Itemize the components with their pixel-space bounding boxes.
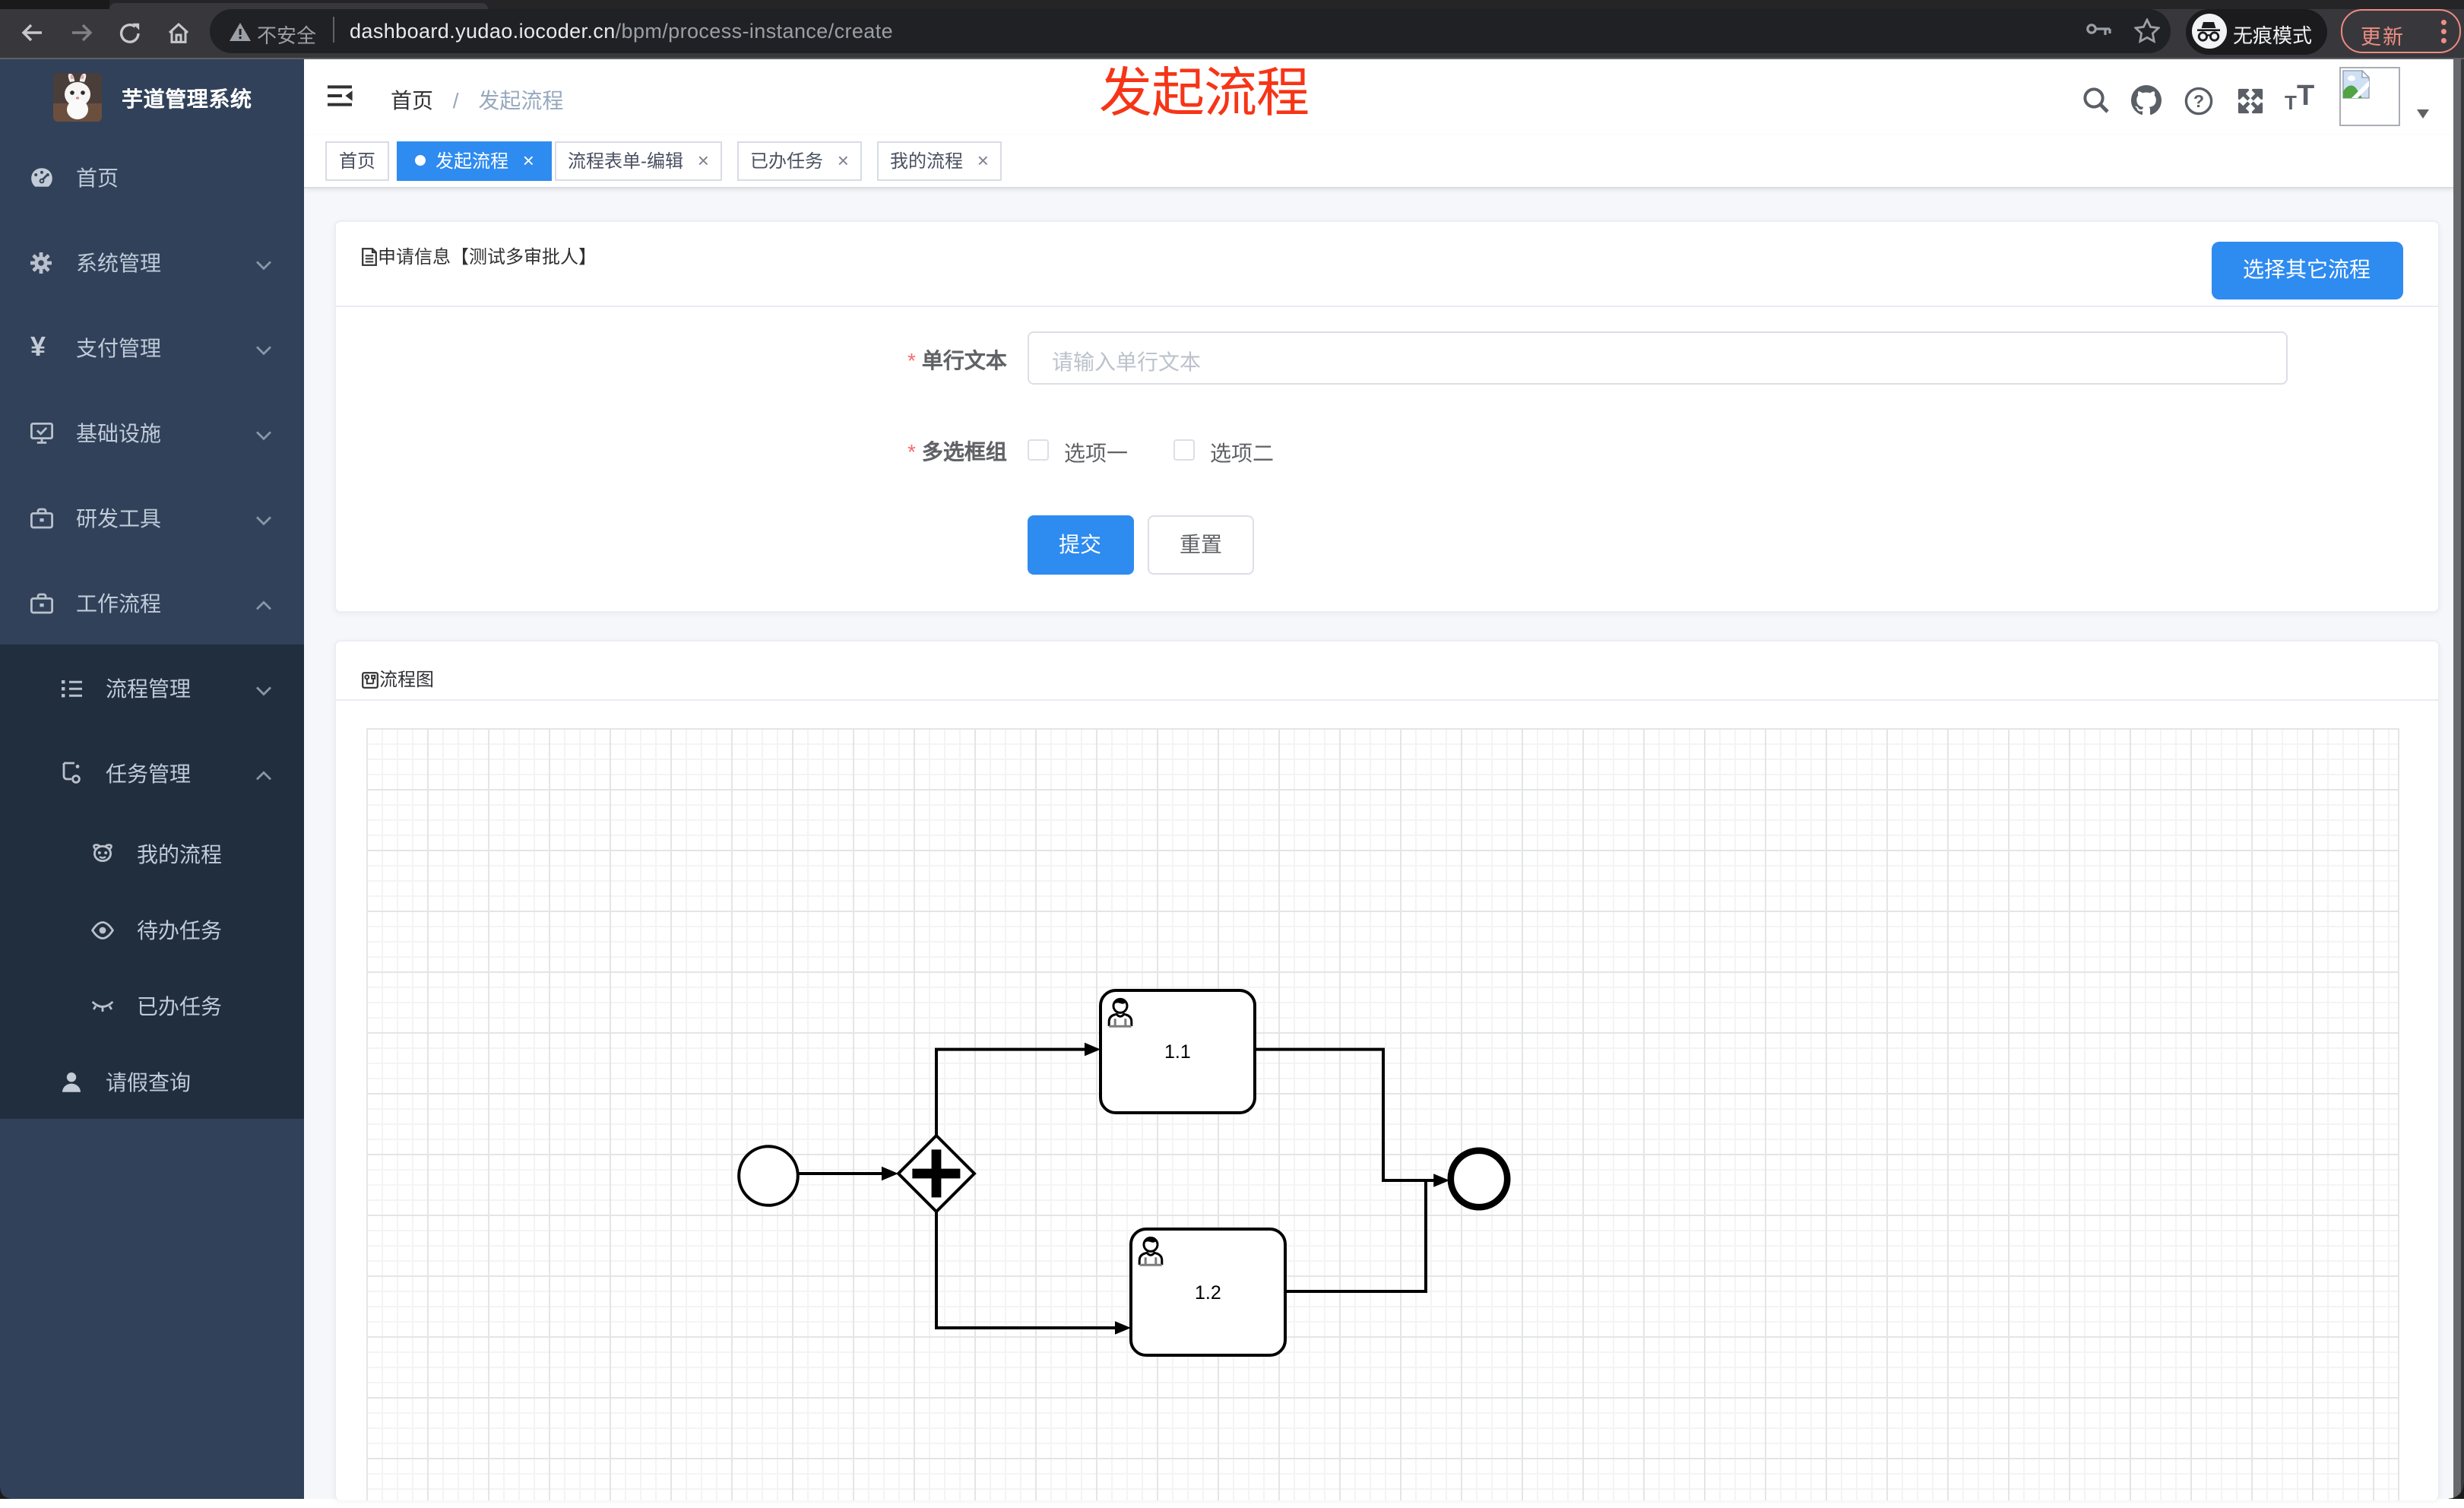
svg-text:1.2: 1.2 bbox=[1195, 1282, 1221, 1304]
svg-text:1.1: 1.1 bbox=[1164, 1041, 1191, 1063]
svg-text:?: ? bbox=[2193, 90, 2204, 110]
